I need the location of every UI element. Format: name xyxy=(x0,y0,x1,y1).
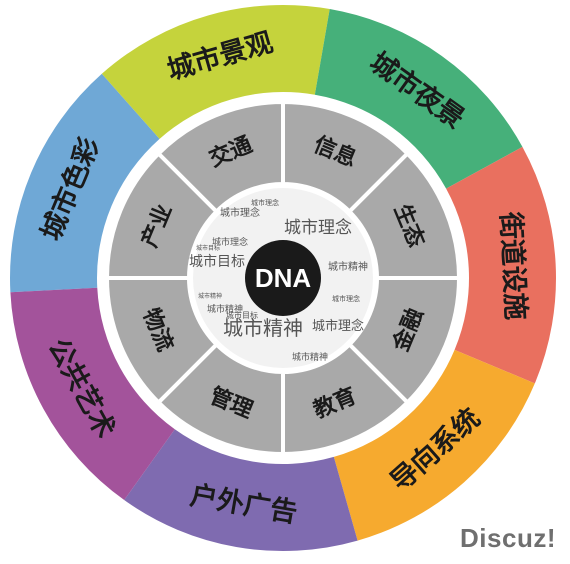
center-label: DNA xyxy=(255,263,312,293)
word-cloud-word: 城市理念 xyxy=(312,318,364,334)
word-cloud-word: 城市理念 xyxy=(220,206,260,219)
inner-ring xyxy=(104,99,462,457)
word-cloud-word: 城市目标 xyxy=(189,253,245,270)
word-cloud-word: 城市理念 xyxy=(212,236,248,248)
word-cloud-word: 城市理念 xyxy=(284,217,352,238)
word-cloud-word: 城市目标 xyxy=(226,310,258,320)
outer-segment-7 xyxy=(10,287,175,501)
inner-segment-8 xyxy=(155,99,285,215)
outer-segment-6 xyxy=(124,429,358,551)
center-circle xyxy=(245,240,321,316)
outer-segment-2 xyxy=(101,5,330,139)
word-cloud-word: 城市精神 xyxy=(207,303,243,315)
word-cloud-word: 城市理念 xyxy=(251,198,279,207)
word-cloud-word: 城市精神 xyxy=(292,351,328,363)
word-cloud: 城市理念城市目标城市精神城市理念城市精神城市理念城市目标城市理念城市精神城市理念… xyxy=(189,198,368,363)
word-cloud-word: 城市理念 xyxy=(332,294,360,303)
outer-segment-3 xyxy=(314,9,523,189)
outer-segment-4 xyxy=(446,146,556,384)
outer-ring xyxy=(10,5,556,551)
outer-segment-label-4: 街道设施 xyxy=(494,210,532,321)
word-cloud-word: 城市目标 xyxy=(196,244,220,252)
word-cloud-word: 城市精神 xyxy=(223,316,303,340)
outer-segment-1 xyxy=(10,73,160,293)
outer-segment-5 xyxy=(333,349,535,541)
word-cloud-word: 城市精神 xyxy=(328,260,368,273)
watermark-text: Discuz! xyxy=(460,523,556,553)
word-cloud-word: 城市精神 xyxy=(198,292,222,300)
